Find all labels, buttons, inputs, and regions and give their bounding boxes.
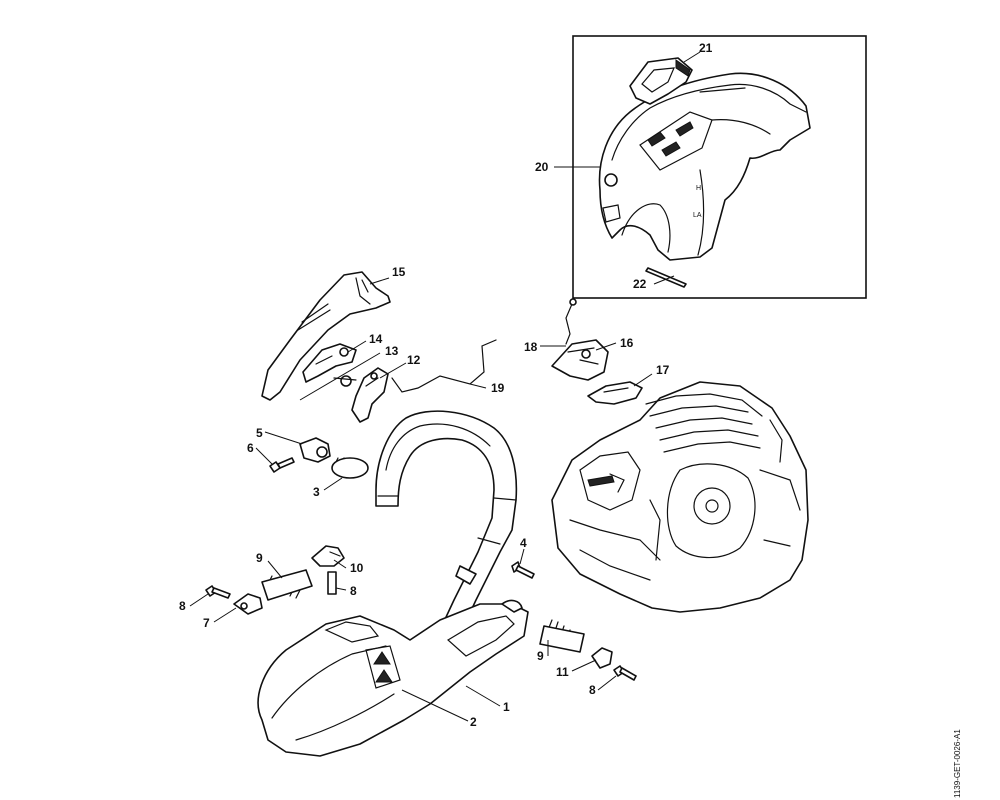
callout-17: 17 — [656, 363, 670, 377]
callout-1: 1 — [503, 700, 510, 714]
callout-21: 21 — [699, 41, 713, 55]
callout-6: 6 — [247, 441, 254, 455]
screw-part-6[interactable] — [269, 457, 295, 473]
callout-3: 3 — [313, 485, 320, 499]
spring-part-9b[interactable] — [539, 619, 585, 653]
callout-2: 2 — [470, 715, 477, 729]
callout-13: 13 — [385, 344, 399, 358]
callout-15: 15 — [392, 265, 406, 279]
screw-part-8a[interactable] — [327, 571, 337, 595]
callout-9b: 9 — [537, 649, 544, 663]
buffer-part-11[interactable] — [591, 647, 613, 669]
seal-strip[interactable] — [645, 267, 687, 288]
hand-guard-part[interactable] — [257, 599, 529, 757]
shroud-cover[interactable]: H LA — [598, 72, 811, 261]
callout-7: 7 — [203, 616, 210, 630]
cover-la-label: LA — [693, 212, 702, 219]
document-id: 1139-GET-0026-A1 — [953, 729, 962, 798]
leader-22 — [653, 275, 675, 285]
throttle-rod-part[interactable] — [391, 339, 497, 393]
callout-20: 20 — [535, 160, 549, 174]
screw-part-4[interactable] — [511, 561, 535, 579]
screw-part-8b[interactable] — [205, 585, 231, 599]
handle-cover-part[interactable] — [261, 271, 391, 401]
callout-14: 14 — [369, 332, 383, 346]
bracket-part[interactable] — [587, 381, 643, 405]
callout-9a: 9 — [256, 551, 263, 565]
callout-4: 4 — [520, 536, 527, 550]
callout-labels: 21 20 22 15 14 13 12 19 18 16 17 5 6 3 9… — [179, 41, 713, 729]
callout-5: 5 — [256, 426, 263, 440]
callout-10: 10 — [350, 561, 364, 575]
callout-19: 19 — [491, 381, 505, 395]
lever-assembly-part[interactable] — [551, 339, 609, 381]
spring-part-9a[interactable] — [261, 569, 313, 601]
linkage-rod-part[interactable] — [565, 298, 577, 345]
torsion-spring-part[interactable] — [333, 375, 357, 387]
throttle-lockout-part[interactable] — [302, 343, 357, 383]
buffer-part-7[interactable] — [233, 593, 263, 615]
leader-lines — [189, 277, 653, 722]
anti-vibration-block-part[interactable] — [299, 437, 331, 463]
callout-8b: 8 — [179, 599, 186, 613]
engine-block — [551, 381, 809, 613]
screw-part-8c[interactable] — [613, 665, 637, 681]
throttle-trigger-part[interactable] — [351, 367, 389, 423]
callout-16: 16 — [620, 336, 634, 350]
callout-11: 11 — [556, 665, 569, 679]
shroud-inset: H LA — [554, 35, 867, 299]
spring-part-3[interactable] — [331, 457, 369, 479]
callout-12: 12 — [407, 353, 421, 367]
callout-8a: 8 — [350, 584, 357, 598]
callout-18: 18 — [524, 340, 538, 354]
leader-21 — [683, 51, 701, 63]
cover-h-label: H — [696, 185, 701, 192]
callout-22: 22 — [633, 277, 647, 291]
shroud-knob[interactable] — [629, 57, 693, 105]
callout-8c: 8 — [589, 683, 596, 697]
